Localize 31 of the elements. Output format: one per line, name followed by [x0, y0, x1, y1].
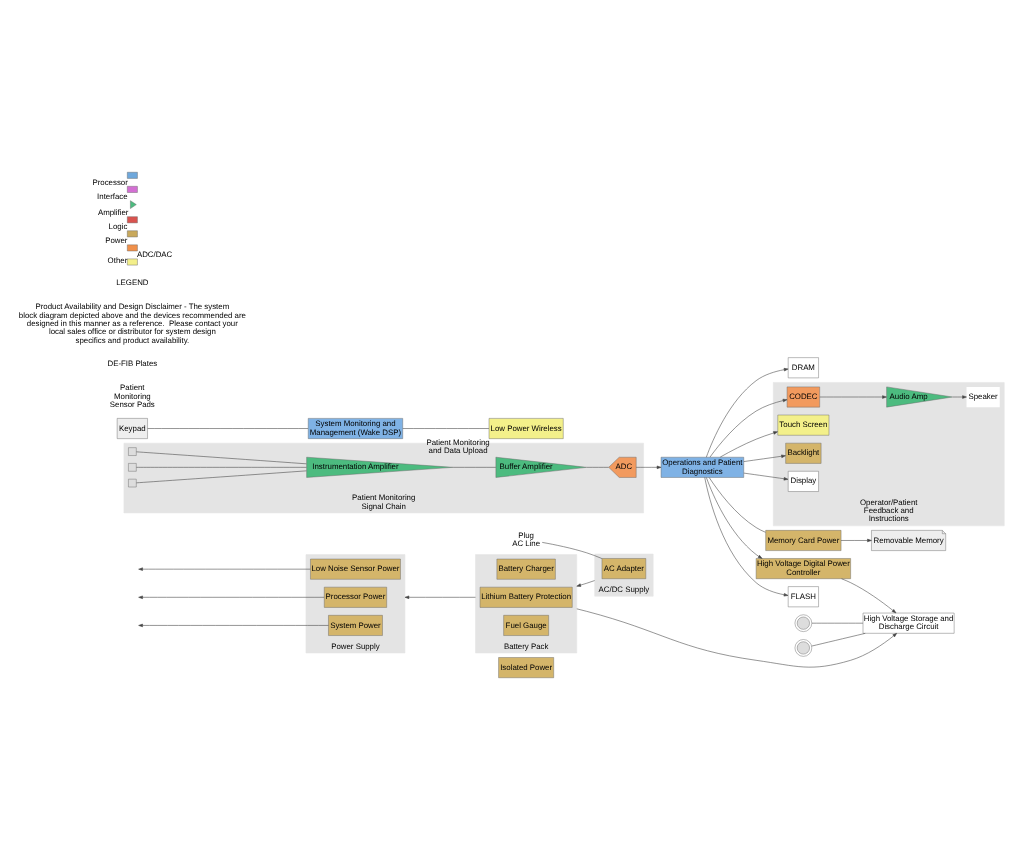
connector	[811, 633, 866, 647]
connector	[402, 428, 490, 429]
connector	[136, 467, 307, 468]
arrow	[404, 595, 476, 599]
arrow	[709, 398, 788, 458]
node-box	[128, 463, 137, 472]
node-box	[128, 478, 137, 488]
arrow	[841, 578, 897, 614]
arrow	[576, 580, 595, 587]
node-box	[128, 447, 137, 456]
connector	[452, 467, 497, 468]
arrow	[138, 567, 311, 571]
arrow	[635, 465, 662, 469]
arrow	[576, 608, 897, 668]
arrow	[706, 368, 789, 458]
arrow	[840, 538, 872, 543]
connector	[147, 428, 309, 429]
arrow	[720, 431, 778, 458]
arrow	[743, 454, 786, 462]
arrow	[138, 595, 325, 599]
arrow	[704, 477, 789, 597]
arrow	[743, 472, 789, 481]
connector	[708, 477, 766, 533]
arrow	[819, 395, 887, 399]
connector	[586, 467, 609, 468]
arrow	[952, 395, 967, 399]
arrow	[706, 477, 763, 559]
connector	[136, 451, 307, 465]
arrow	[138, 623, 329, 628]
connector	[541, 542, 603, 559]
connector	[136, 470, 307, 484]
